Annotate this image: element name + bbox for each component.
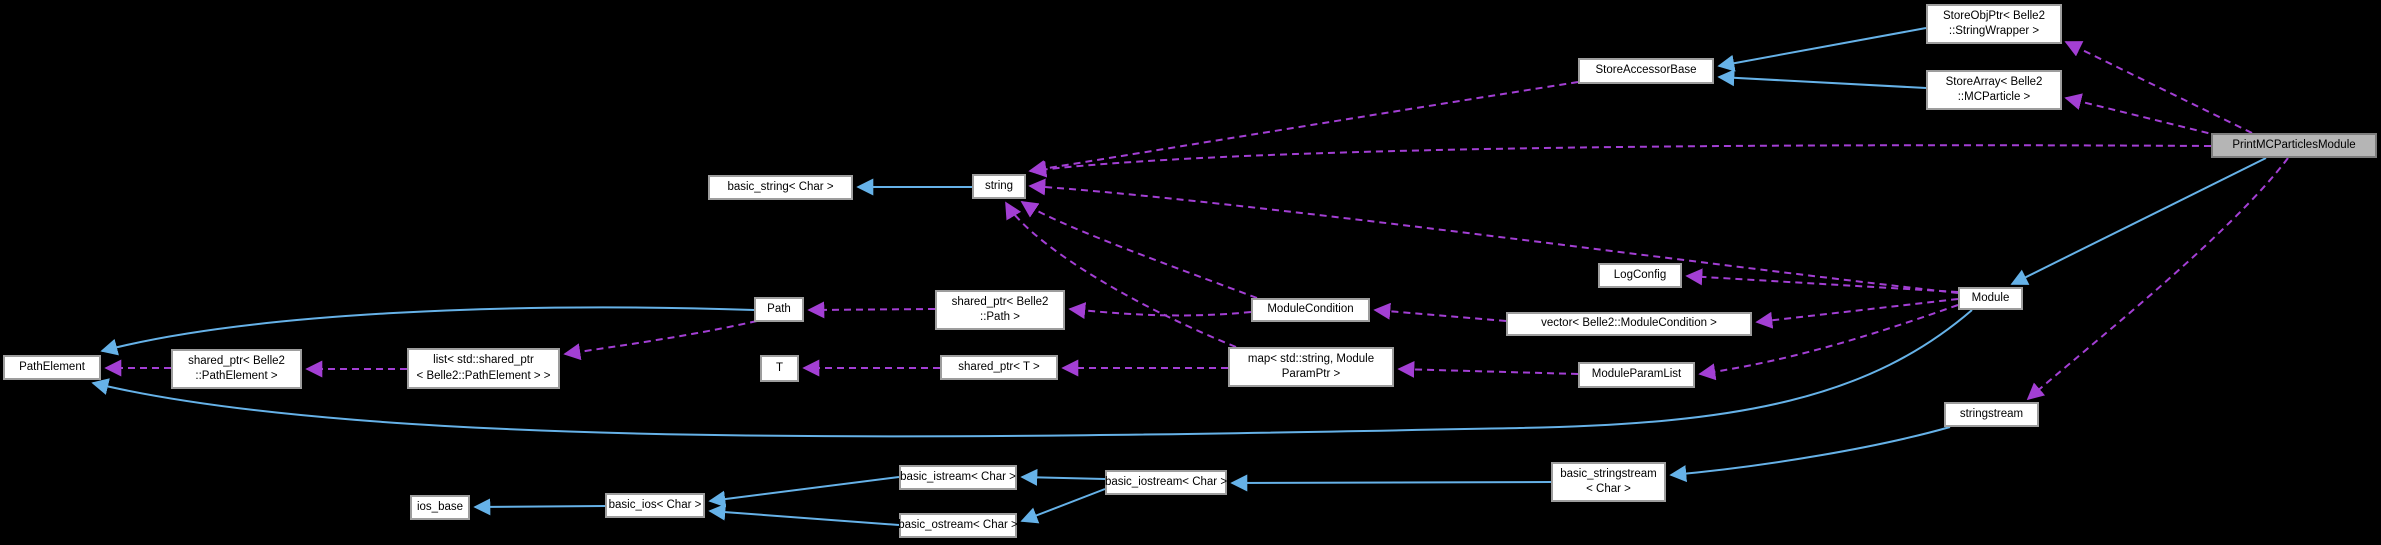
node-label-basic_ostream: basic_ostream< Char > (898, 518, 1018, 531)
edge-print_mc_particles_module-to-store_array (2064, 93, 2221, 137)
edge-basic_iostream-to-basic_istream (1020, 468, 1106, 486)
node-module[interactable]: Module (1958, 287, 2023, 310)
edge-path-to-list_shared_ptr_path_element (563, 320, 758, 361)
node-log_config[interactable]: LogConfig (1598, 263, 1682, 288)
edge-basic_istream-to-basic_ios (708, 476, 900, 508)
node-map_module_param_ptr[interactable]: map< std::string, Module ParamPtr > (1228, 347, 1394, 387)
node-string[interactable]: string (972, 174, 1026, 199)
edge-basic_ostream-to-basic_ios (708, 503, 900, 526)
node-shared_ptr_path_element[interactable]: shared_ptr< Belle2 ::PathElement > (171, 349, 302, 389)
node-store_array[interactable]: StoreArray< Belle2 ::MCParticle > (1926, 70, 2062, 110)
edge-print_mc_particles_module-to-stringstream (2026, 157, 2289, 401)
node-basic_stringstream[interactable]: basic_stringstream < Char > (1551, 462, 1666, 502)
node-shared_ptr_t[interactable]: shared_ptr< T > (940, 355, 1058, 380)
edge-store_accessor_base-to-string (1028, 81, 1579, 177)
node-label-basic_istream: basic_istream< Char > (900, 470, 1016, 483)
edge-module-to-module_param_list (1698, 304, 1959, 381)
node-label-string: string (984, 179, 1014, 192)
node-label-module_condition: ModuleCondition (1267, 303, 1354, 316)
node-path[interactable]: Path (754, 297, 804, 322)
node-basic_iostream[interactable]: basic_iostream< Char > (1105, 470, 1227, 495)
node-label-path_element: PathElement (19, 360, 85, 373)
edge-path-to-path_element (100, 306, 755, 356)
node-label-map_module_param_ptr: map< std::string, Module ParamPtr > (1247, 352, 1375, 380)
node-label-stringstream: stringstream (1959, 407, 2024, 420)
node-t[interactable]: T (760, 355, 799, 382)
node-label-log_config: LogConfig (1613, 268, 1667, 281)
edge-basic_ios-to-ios_base (473, 498, 606, 516)
node-store_accessor_base[interactable]: StoreAccessorBase (1578, 58, 1714, 84)
node-basic_ostream[interactable]: basic_ostream< Char > (898, 513, 1018, 538)
node-list_shared_ptr_path_element[interactable]: list< std::shared_ptr < Belle2::PathElem… (407, 348, 560, 389)
edge-stringstream-to-basic_stringstream (1669, 426, 1951, 483)
node-label-shared_ptr_path: shared_ptr< Belle2 ::Path > (951, 295, 1049, 323)
node-label-list_shared_ptr_path_element: list< std::shared_ptr < Belle2::PathElem… (416, 354, 551, 382)
node-label-ios_base: ios_base (416, 500, 464, 513)
node-label-basic_string: basic_string< Char > (727, 180, 834, 193)
edge-store_obj_ptr-to-store_accessor_base (1717, 27, 1927, 72)
edge-basic_iostream-to-basic_ostream (1020, 488, 1106, 524)
node-print_mc_particles_module[interactable]: PrintMCParticlesModule (2211, 133, 2377, 158)
node-label-shared_ptr_t: shared_ptr< T > (958, 360, 1040, 373)
node-label-shared_ptr_path_element: shared_ptr< Belle2 ::PathElement > (188, 354, 285, 382)
node-label-vector_module_condition: vector< Belle2::ModuleCondition > (1541, 317, 1717, 330)
node-module_condition[interactable]: ModuleCondition (1251, 298, 1370, 322)
node-label-basic_stringstream: basic_stringstream < Char > (1560, 467, 1657, 495)
node-label-module: Module (1971, 291, 2010, 304)
node-basic_istream[interactable]: basic_istream< Char > (899, 465, 1017, 490)
node-label-t: T (775, 361, 784, 374)
edge-vector_module_condition-to-module_condition (1373, 302, 1507, 322)
edge-module-to-string (1028, 178, 1959, 294)
edge-module-to-path_element (91, 309, 1973, 438)
node-label-basic_iostream: basic_iostream< Char > (1104, 475, 1228, 488)
node-label-store_accessor_base: StoreAccessorBase (1595, 64, 1697, 77)
node-store_obj_ptr[interactable]: StoreObjPtr< Belle2 ::StringWrapper > (1926, 4, 2062, 44)
node-path_element[interactable]: PathElement (3, 355, 101, 380)
edge-print_mc_particles_module-to-store_obj_ptr (2064, 41, 2253, 134)
edge-module_condition-to-shared_ptr_path (1068, 302, 1252, 319)
node-ios_base[interactable]: ios_base (410, 495, 470, 520)
node-label-store_array: StoreArray< Belle2 ::MCParticle > (1945, 75, 2043, 103)
node-stringstream[interactable]: stringstream (1944, 402, 2039, 427)
edge-print_mc_particles_module-to-module (2010, 157, 2267, 285)
edge-module_condition-to-string (1020, 201, 1258, 299)
node-label-module_param_list: ModuleParamList (1591, 368, 1682, 381)
edge-print_mc_particles_module-to-string (1029, 144, 2212, 178)
node-basic_string[interactable]: basic_string< Char > (708, 175, 853, 200)
edge-basic_stringstream-to-basic_iostream (1230, 474, 1552, 492)
node-label-print_mc_particles_module: PrintMCParticlesModule (2232, 138, 2356, 151)
node-label-path: Path (767, 302, 791, 315)
node-label-basic_ios: basic_ios< Char > (608, 498, 702, 511)
edge-store_array-to-store_accessor_base (1717, 69, 1927, 89)
edge-shared_ptr_path-to-path (807, 301, 936, 319)
node-basic_ios[interactable]: basic_ios< Char > (605, 493, 705, 518)
edge-module_param_list-to-map_module_param_ptr (1397, 360, 1579, 378)
node-label-store_obj_ptr: StoreObjPtr< Belle2 ::StringWrapper > (1943, 9, 2045, 37)
edge-module-to-log_config (1685, 268, 1959, 293)
edge-module-to-vector_module_condition (1755, 298, 1959, 329)
node-module_param_list[interactable]: ModuleParamList (1578, 362, 1695, 388)
node-shared_ptr_path[interactable]: shared_ptr< Belle2 ::Path > (935, 290, 1065, 330)
edge-map_module_param_ptr-to-string (1005, 201, 1237, 348)
node-vector_module_condition[interactable]: vector< Belle2::ModuleCondition > (1506, 312, 1752, 336)
